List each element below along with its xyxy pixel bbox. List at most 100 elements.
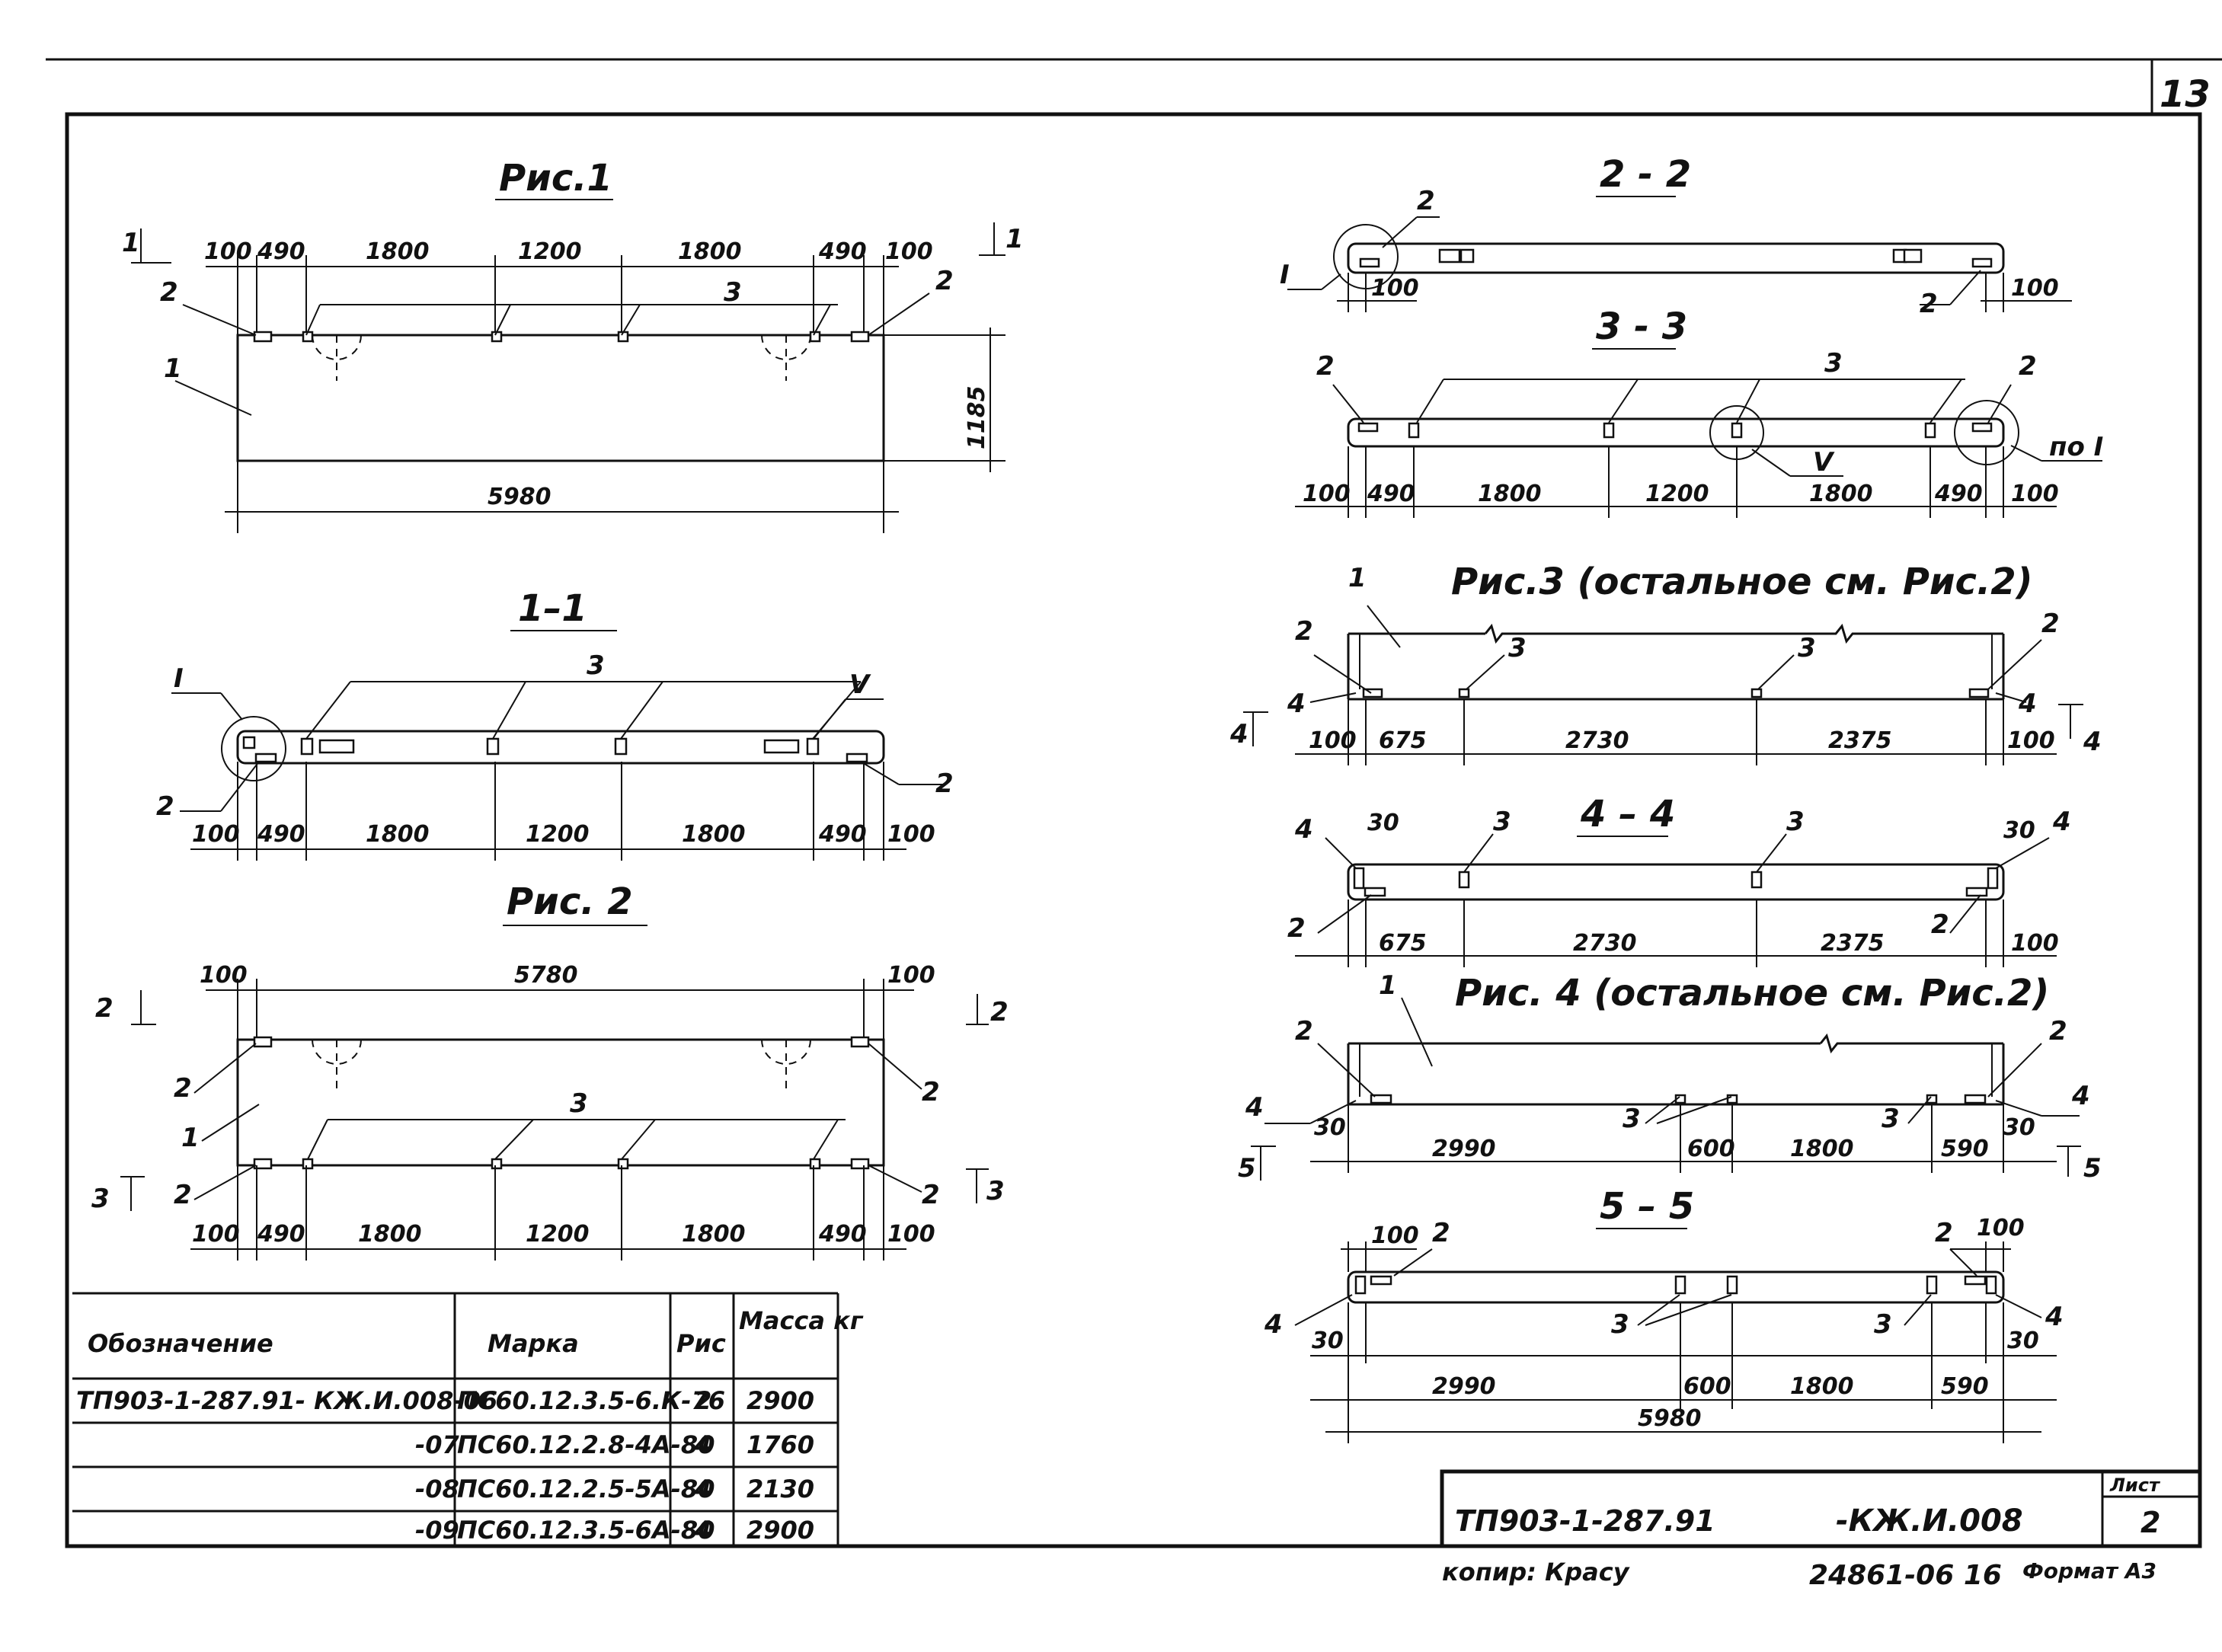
section-1-1-callout-3: 3 xyxy=(587,650,605,681)
page-number: 13 xyxy=(2160,73,2211,116)
fig1-dim-1800-right: 1800 xyxy=(678,238,742,265)
fig2-dim-b-1200: 1200 xyxy=(526,1221,590,1248)
fig3-dim-675: 675 xyxy=(1379,727,1427,754)
table-row-3-mass: 2130 xyxy=(747,1475,814,1503)
fig3-dim-100-left: 100 xyxy=(1309,727,1357,754)
section-3-3-callout-2-right: 2 xyxy=(2019,351,2037,382)
sec44-callout-2-right: 2 xyxy=(1931,909,1949,940)
section-2-2-dim-100-right: 100 xyxy=(2011,275,2059,302)
fig4-callout-3-left: 3 xyxy=(1623,1104,1641,1134)
title-block: ТП903-1-287.91 -КЖ.И.008 Лист 2 копир: К… xyxy=(1440,1469,2202,1591)
sec55-dim-1800: 1800 xyxy=(1790,1373,1854,1400)
sec33-dim-1800-left: 1800 xyxy=(1478,481,1542,507)
fig3-callout-1: 1 xyxy=(1348,563,1367,593)
sec33-dim-490-right: 490 xyxy=(1934,481,1983,507)
fig1-dim-100-left: 100 xyxy=(204,238,252,265)
table-row-3-mark: ПС60.12.2.5-5А-80 xyxy=(457,1475,715,1503)
fig1-dim-height: 1185 xyxy=(964,386,990,450)
sec55-dim-30-left: 30 xyxy=(1312,1328,1344,1354)
fig4-callout-3-right: 3 xyxy=(1882,1104,1900,1134)
table-row-4-mark: ПС60.12.3.5-6А-80 xyxy=(457,1516,715,1545)
section-3-3-callout-2-left: 2 xyxy=(1316,351,1335,382)
fig3-dim-100-right: 100 xyxy=(2007,727,2055,754)
sec44-callout-4-left: 4 xyxy=(1294,814,1313,845)
figure-2: Рис. 2 2 2 3 3 100 5780 100 2 2 1 xyxy=(91,880,1009,1261)
sec11-dim-1200: 1200 xyxy=(526,821,590,848)
table-row-4-mass: 2900 xyxy=(747,1516,814,1545)
fig2-dim-b-1800-right: 1800 xyxy=(682,1221,746,1248)
table-row-1-designation: ТП903-1-287.91- КЖ.И.008-06 xyxy=(76,1386,497,1415)
fig3-callout-3-right: 3 xyxy=(1798,633,1816,663)
title-block-sheet-label: Лист xyxy=(2109,1475,2161,1496)
fig2-callout-2-upper-right: 2 xyxy=(922,1077,940,1107)
sec11-dim-100-right: 100 xyxy=(887,821,935,848)
fig2-dim-b-490-left: 490 xyxy=(257,1221,305,1248)
table-header-fig: Рис xyxy=(676,1329,726,1358)
section-2-2-node-I: I xyxy=(1280,260,1290,290)
sheet-frame: 13 xyxy=(46,58,2222,1548)
fig4-callout-2-right: 2 xyxy=(2049,1016,2067,1046)
figure-1-title: Рис.1 xyxy=(499,157,612,200)
section-mark-5-right: 5 xyxy=(2083,1153,2102,1184)
sec55-dim-100-left: 100 xyxy=(1371,1222,1419,1249)
fig4-callout-4-left: 4 xyxy=(1245,1092,1264,1123)
sec33-dim-1800-right: 1800 xyxy=(1809,481,1873,507)
fig1-callout-2-right: 2 xyxy=(935,266,954,296)
fig1-callout-2-left: 2 xyxy=(160,277,178,308)
table-row-1-mass: 2900 xyxy=(747,1386,814,1415)
table-header-mark: Марка xyxy=(488,1329,579,1358)
sec33-dim-1200: 1200 xyxy=(1645,481,1709,507)
section-2-2: 2 - 2 2 I 100 2 100 xyxy=(1280,153,2072,319)
sec44-callout-4-right: 4 xyxy=(2052,807,2071,837)
sec55-dim-2990: 2990 xyxy=(1432,1373,1496,1400)
section-mark-2-left: 2 xyxy=(95,993,113,1024)
table-row-3-designation: -08 xyxy=(415,1475,459,1503)
sec44-dim-675: 675 xyxy=(1379,930,1427,957)
copier-signature: копир: Красу xyxy=(1442,1558,1630,1586)
sec44-dim-2375: 2375 xyxy=(1821,930,1885,957)
section-mark-5-left: 5 xyxy=(1238,1153,1256,1184)
fig3-dim-2375: 2375 xyxy=(1828,727,1892,754)
sec33-dim-490-left: 490 xyxy=(1367,481,1415,507)
title-block-drawing-code: ТП903-1-287.91 xyxy=(1455,1504,1715,1538)
fig2-callout-2-upper-left: 2 xyxy=(174,1073,192,1104)
table-row-1-mark: ПС60.12.3.5-6.К-76 xyxy=(457,1386,725,1415)
sec33-dim-100-right: 100 xyxy=(2011,481,2059,507)
fig2-dim-b-100-right: 100 xyxy=(887,1221,935,1248)
sec44-dim-30-left: 30 xyxy=(1367,810,1399,836)
sec55-callout-3-right: 3 xyxy=(1874,1309,1892,1340)
section-2-2-title: 2 - 2 xyxy=(1600,153,1691,196)
section-5-5: 5 – 5 100 2 100 2 4 4 3 3 30 30 xyxy=(1264,1185,2064,1443)
figure-4: Рис. 4 (остальное см. Рис.2) 1 2 2 3 3 4… xyxy=(1238,970,2102,1184)
sec44-dim-2730: 2730 xyxy=(1573,930,1637,957)
archive-number: 24861-06 16 xyxy=(1809,1560,2002,1591)
section-3-3: 3 - 3 2 2 3 V по I 100 490 1800 1200 xyxy=(1295,305,2103,518)
table-row-4-fig: 4 xyxy=(694,1516,711,1545)
section-3-3-title: 3 - 3 xyxy=(1596,305,1687,348)
section-mark-1-right: 1 xyxy=(1005,224,1024,254)
fig2-dim-100-left: 100 xyxy=(200,962,248,989)
fig4-dim-1800: 1800 xyxy=(1790,1136,1854,1162)
fig3-dim-2730: 2730 xyxy=(1565,727,1629,754)
fig3-callout-4-left: 4 xyxy=(1287,689,1306,719)
fig1-dim-100-right: 100 xyxy=(885,238,933,265)
section-1-1-node-V: V xyxy=(849,669,871,700)
section-5-5-title: 5 – 5 xyxy=(1600,1185,1694,1228)
sec55-callout-2-right: 2 xyxy=(1935,1218,1953,1248)
table-row-1-fig: 2 xyxy=(695,1386,711,1415)
table-row-2-fig: 4 xyxy=(694,1430,711,1459)
section-1-1: 1–1 I V 3 2 2 100 490 1800 xyxy=(156,587,954,861)
fig2-dim-100-right: 100 xyxy=(887,962,935,989)
fig2-dim-b-1800-left: 1800 xyxy=(358,1221,422,1248)
sec55-callout-4-left: 4 xyxy=(1264,1309,1283,1340)
table-header-designation: Обозначение xyxy=(88,1329,273,1358)
fig4-dim-30-left: 30 xyxy=(1314,1114,1346,1141)
table-row-4-designation: -09 xyxy=(415,1516,459,1545)
sec55-dim-100-right: 100 xyxy=(1977,1215,2025,1241)
table-row-2-mass: 1760 xyxy=(747,1430,814,1459)
sec11-dim-490-left: 490 xyxy=(257,821,305,848)
figure-3: Рис.3 (остальное см. Рис.2) 1 2 2 3 3 4 … xyxy=(1229,561,2102,765)
figure-4-title: Рис. 4 (остальное см. Рис.2) xyxy=(1455,972,2049,1015)
sec44-callout-3-left: 3 xyxy=(1493,807,1511,837)
